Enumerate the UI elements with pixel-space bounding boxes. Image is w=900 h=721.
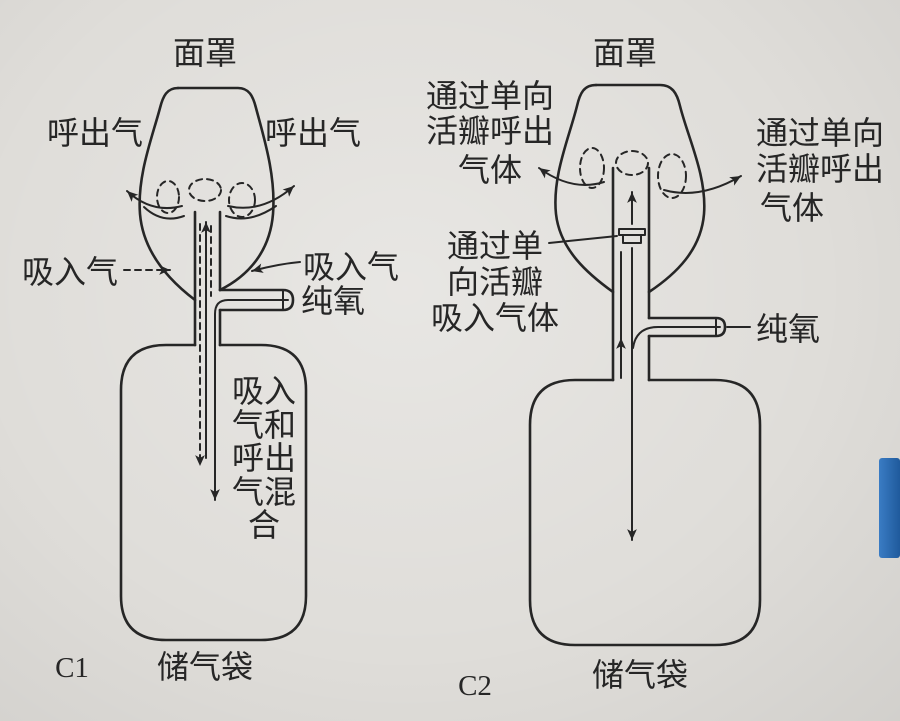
- c2-exhale-left-label-line: 活瓣呼出: [426, 112, 554, 150]
- c1-gas-cloud-middle: [188, 178, 222, 202]
- c1-inhale-right-label: 吸入气: [303, 248, 399, 286]
- c2-oxygen-flow-line: [632, 326, 721, 349]
- photo-edge-blue-object: [879, 458, 900, 558]
- c2-oxygen-inlet: [647, 316, 727, 338]
- c2-exhale-arrow-left: [538, 167, 605, 186]
- c2-exhale-right-label-line: 通过单向: [756, 114, 884, 152]
- c2-inhale-label-line: 向活瓣: [447, 263, 543, 301]
- c1-exhale-curve-left: [143, 206, 185, 220]
- c2-mask-outline-left: [554, 83, 615, 294]
- c1-mixed-label-line: 气和: [232, 406, 296, 444]
- c2-valve-leader-line: [548, 235, 618, 244]
- c1-exhale-right-label: 呼出气: [265, 114, 361, 152]
- diagram-c2: 面罩 通过单向 活瓣呼出 气体 通过单向 活瓣呼出 气体 通过单 向活瓣 吸入气…: [426, 34, 884, 702]
- c2-exhale-right-label-line: 活瓣呼出: [756, 150, 884, 188]
- c2-exhale-left-label-line: 通过单向: [426, 77, 554, 115]
- c2-gas-cloud-left: [579, 147, 605, 189]
- c1-figure-label: C1: [55, 652, 89, 684]
- c1-inhale-arrow-right: [251, 261, 301, 273]
- c2-mask-outline-right: [594, 83, 706, 294]
- c1-mixed-label-line: 气混: [232, 473, 296, 511]
- c2-gas-cloud-right: [657, 153, 687, 199]
- c1-exhale-arrow-right: [227, 185, 295, 209]
- c2-inhale-label-line: 吸入气体: [431, 299, 559, 337]
- c1-oxygen-label: 纯氧: [301, 282, 365, 320]
- c2-figure-label: C2: [458, 670, 492, 702]
- c1-exhale-left-label: 呼出气: [47, 114, 143, 152]
- c2-inhale-label-line: 通过单: [447, 227, 543, 265]
- c1-mixed-label-line: 吸入: [232, 372, 296, 410]
- c1-mask-outline-left: [138, 86, 197, 302]
- c2-valve-body: [622, 234, 642, 244]
- c1-gas-cloud-right: [228, 182, 256, 218]
- c1-mixed-label-line: 合: [248, 506, 280, 544]
- c2-exhale-right-label-line: 气体: [760, 189, 824, 227]
- c2-exhale-arrow-right: [663, 175, 742, 194]
- c1-exhale-curve-right: [225, 205, 277, 220]
- c1-inhale-left-label: 吸入气: [22, 253, 118, 291]
- c1-exhale-arrow-left: [126, 190, 183, 210]
- c1-mixed-label-line: 呼出: [232, 439, 296, 477]
- c2-oxygen-label: 纯氧: [756, 310, 820, 348]
- c1-oxygen-inlet: [218, 288, 295, 312]
- c1-mask-outline-right: [176, 86, 275, 292]
- c1-reservoir-bag: [119, 343, 308, 642]
- c2-bag-label: 储气袋: [592, 656, 688, 694]
- c2-exhale-left-label-line: 气体: [458, 151, 522, 189]
- c2-gas-cloud-middle: [615, 150, 649, 176]
- diagram-c1: 面罩 呼出气 呼出气 吸入气 吸入气 纯氧 吸入 气和 呼出 气混 合 储气袋 …: [22, 34, 399, 686]
- c1-bag-label: 储气袋: [157, 648, 253, 686]
- c2-mask-label: 面罩: [593, 34, 657, 72]
- c1-mask-label: 面罩: [173, 34, 237, 72]
- c1-gas-cloud-left: [156, 180, 180, 214]
- c1-oxygen-flow-line: [210, 299, 289, 501]
- c2-reservoir-bag: [528, 378, 762, 647]
